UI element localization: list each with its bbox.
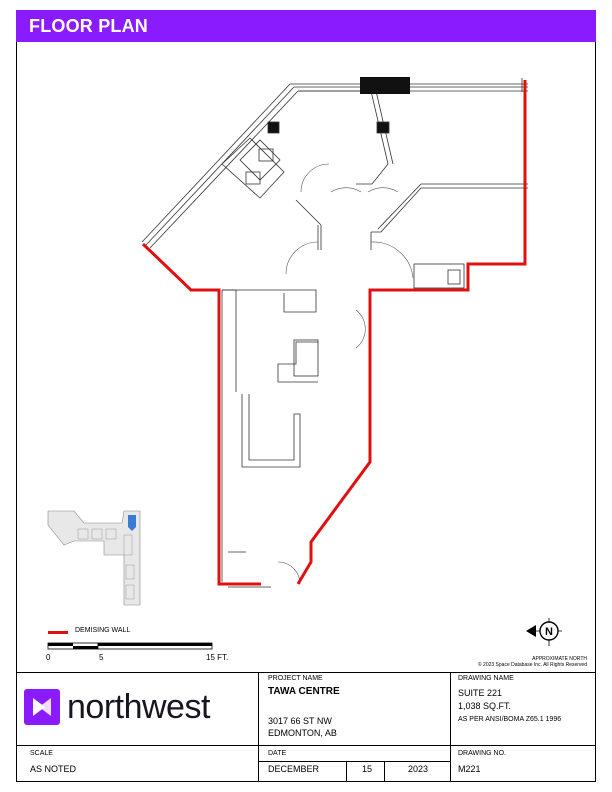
project-name: TAWA CENTRE — [268, 686, 340, 697]
north-caption: APPROXIMATE NORTH — [532, 656, 587, 662]
scale-label: SCALE — [30, 750, 53, 757]
date-day: 15 — [362, 764, 373, 774]
door-swings — [277, 163, 414, 585]
northwest-logo-icon — [24, 689, 60, 725]
suite-highlight — [128, 515, 136, 531]
project-name-label: PROJECT NAME — [268, 675, 323, 682]
scale-bar — [47, 642, 213, 650]
title-block-divider-2 — [450, 672, 451, 782]
north-letter: N — [545, 626, 553, 638]
drawing-no-label: DRAWING NO. — [458, 750, 506, 757]
date-box-top — [258, 761, 450, 762]
demising-wall-swatch — [48, 631, 68, 634]
date-label: DATE — [268, 750, 287, 757]
date-box-div-1 — [346, 761, 347, 782]
demising-wall — [141, 242, 261, 586]
date-box-div-2 — [384, 761, 385, 782]
title-block-mid — [16, 745, 596, 746]
project-address-2: EDMONTON, AB — [268, 728, 337, 738]
drawing-name-label: DRAWING NAME — [458, 675, 514, 682]
scale-tick-5: 5 — [99, 653, 104, 662]
scale-tick-15: 15 FT. — [206, 653, 229, 662]
north-arrow-icon: N — [526, 618, 562, 646]
key-plan — [47, 510, 141, 606]
legend-label: DEMISING WALL — [75, 627, 131, 634]
title-block-top — [16, 672, 596, 673]
measurement-standard: AS PER ANSI/BOMA Z65.1 1996 — [458, 716, 562, 723]
window-unit — [360, 77, 410, 94]
scale-tick-0: 0 — [46, 653, 51, 662]
page-title: FLOOR PLAN — [29, 16, 148, 36]
floor-plan-drawing — [141, 77, 528, 588]
title-bar: FLOOR PLAN — [16, 10, 596, 42]
copyright-note: © 2023 Space Database Inc. All Rights Re… — [477, 662, 587, 668]
project-address-1: 3017 66 ST NW — [268, 716, 332, 726]
brand-wordmark: northwest — [67, 688, 210, 726]
scale-value: AS NOTED — [30, 764, 77, 774]
drawing-number: M221 — [458, 764, 481, 774]
interior-walls — [141, 78, 528, 588]
demising-wall-right — [296, 80, 527, 585]
suite-number: SUITE 221 — [458, 688, 503, 698]
date-year: 2023 — [408, 764, 429, 774]
date-month: DECEMBER — [268, 764, 320, 774]
title-block-divider-1 — [258, 672, 259, 782]
suite-area: 1,038 SQ.FT. — [458, 701, 512, 711]
